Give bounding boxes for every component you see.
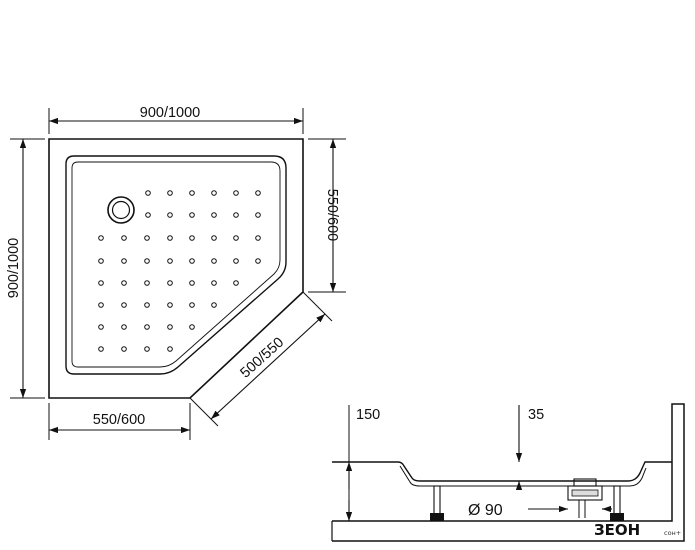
right-side-label: 550/600: [324, 189, 340, 241]
anti-slip-dot: [189, 258, 195, 264]
anti-slip-dot: [121, 280, 127, 286]
anti-slip-dot: [255, 235, 261, 241]
anti-slip-dot: [98, 258, 104, 264]
anti-slip-dot: [167, 235, 173, 241]
anti-slip-dot: [167, 324, 173, 330]
drain-diameter-label: Ø 90: [468, 502, 503, 519]
anti-slip-dot: [144, 302, 150, 308]
anti-slip-dot: [145, 190, 151, 196]
bottom-side-dimension: 550/600: [48, 403, 191, 440]
brand-logo: ЗЕОН сон+: [594, 521, 681, 539]
anti-slip-dot: [233, 212, 239, 218]
anti-slip-dot: [211, 190, 217, 196]
anti-slip-dot: [144, 324, 150, 330]
anti-slip-dot: [211, 258, 217, 264]
drain-diameter-dimension: Ø 90: [468, 502, 612, 519]
anti-slip-dot: [233, 280, 239, 286]
diagonal-label: 500/550: [237, 335, 287, 382]
section-view: 150 35 Ø 90 ЗЕОН сон+: [331, 403, 685, 542]
width-label: 900/1000: [140, 105, 200, 121]
diagonal-dimension: 500/550: [189, 291, 333, 427]
anti-slip-dot: [211, 302, 217, 308]
tray-basin-inner-edge: [71, 161, 281, 368]
support-leg-left: [430, 485, 444, 521]
anti-slip-dot: [98, 302, 104, 308]
anti-slip-dot: [167, 212, 173, 218]
anti-slip-dot: [98, 346, 104, 352]
anti-slip-dot: [167, 346, 173, 352]
anti-slip-dot: [255, 212, 261, 218]
anti-slip-dot: [167, 280, 173, 286]
anti-slip-dot: [167, 190, 173, 196]
drain-hole-icon: [107, 196, 135, 224]
brand-logo-text: ЗЕОН: [594, 521, 640, 539]
anti-slip-dot: [144, 258, 150, 264]
anti-slip-dot: [211, 212, 217, 218]
depth-label: 900/1000: [6, 238, 22, 298]
anti-slip-dot: [144, 280, 150, 286]
tray-section-profile: [332, 461, 672, 482]
total-height-label: 150: [356, 407, 380, 423]
anti-slip-dot: [121, 346, 127, 352]
bottom-side-label: 550/600: [93, 412, 145, 428]
support-leg-right: [610, 485, 624, 521]
anti-slip-dot: [98, 280, 104, 286]
drain-fitting-icon: [567, 478, 603, 518]
width-dimension: 900/1000: [48, 105, 304, 134]
brand-logo-subtext: сон+: [664, 529, 681, 537]
anti-slip-dot: [255, 258, 261, 264]
anti-slip-dot: [233, 190, 239, 196]
anti-slip-dot: [211, 235, 217, 241]
right-side-dimension: 550/600: [308, 138, 346, 293]
anti-slip-dot: [233, 235, 239, 241]
anti-slip-dot: [189, 235, 195, 241]
anti-slip-dot: [121, 324, 127, 330]
anti-slip-dot: [255, 190, 261, 196]
anti-slip-dot: [189, 190, 195, 196]
anti-slip-dot: [189, 302, 195, 308]
anti-slip-dot: [121, 235, 127, 241]
anti-slip-dot: [145, 212, 151, 218]
depth-dimension: 900/1000: [6, 138, 45, 399]
anti-slip-dot: [144, 346, 150, 352]
anti-slip-dot: [98, 324, 104, 330]
anti-slip-dot: [189, 280, 195, 286]
anti-slip-dot: [98, 235, 104, 241]
tray-basin: [65, 155, 287, 375]
total-height-dimension: 150: [332, 405, 380, 521]
plan-view: 900/1000 900/1000 550/600 550/600: [6, 105, 346, 440]
tray-underside: [399, 465, 647, 487]
anti-slip-dot: [189, 212, 195, 218]
anti-slip-dot-grid: [98, 190, 261, 352]
tray-depth-dimension: 35: [515, 405, 544, 490]
anti-slip-dot: [121, 258, 127, 264]
anti-slip-dot: [121, 302, 127, 308]
anti-slip-dot: [233, 258, 239, 264]
anti-slip-dot: [167, 302, 173, 308]
anti-slip-dot: [144, 235, 150, 241]
anti-slip-dot: [211, 280, 217, 286]
anti-slip-dot: [189, 324, 195, 330]
anti-slip-dot: [167, 258, 173, 264]
tray-depth-label: 35: [528, 407, 544, 423]
